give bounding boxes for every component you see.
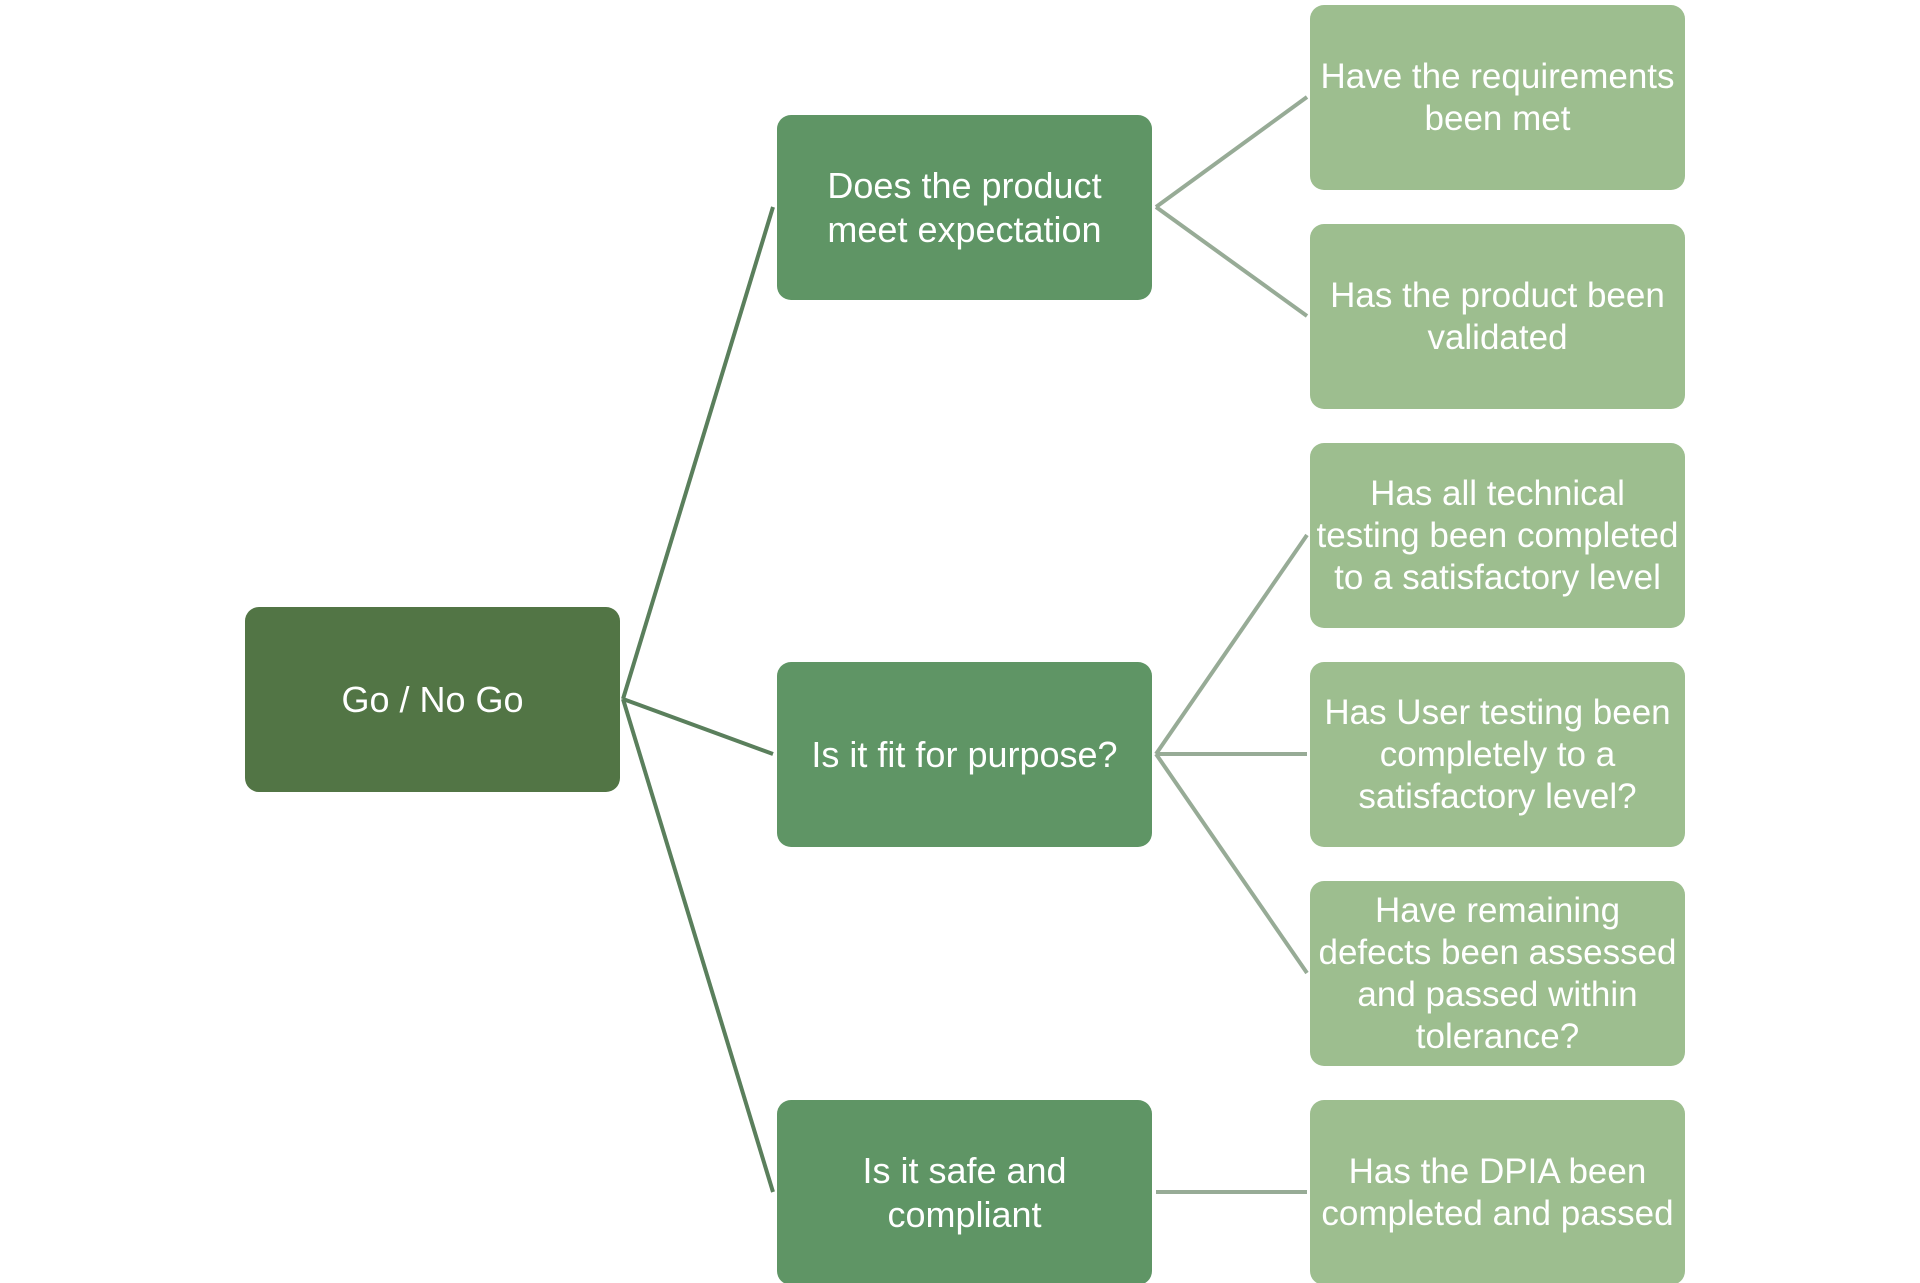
connector-branch-1-to-leaf-1 — [1154, 95, 1309, 209]
branch-node-fit-for-purpose: Is it fit for purpose? — [777, 662, 1152, 847]
root-node-go-no-go: Go / No Go — [245, 607, 620, 792]
leaf-node-requirements-met: Have the requirements been met — [1310, 5, 1685, 190]
branch-node-meets-expectation: Does the product meet expectation — [777, 115, 1152, 300]
branch-node-label: Is it safe and compliant — [862, 1150, 1067, 1235]
leaf-node-label: Have the requirements been met — [1320, 56, 1675, 138]
leaf-node-technical-testing: Has all technical testing been completed… — [1310, 443, 1685, 628]
connector-root-to-branch-2 — [622, 697, 774, 756]
leaf-node-label: Has all technical testing been completed… — [1316, 473, 1679, 597]
leaf-node-label: Has the DPIA been completed and passed — [1321, 1151, 1674, 1233]
leaf-node-label: Have remaining defects been assessed and… — [1318, 890, 1677, 1056]
connector-branch-2-to-leaf-3 — [1154, 533, 1309, 756]
branch-node-label: Is it fit for purpose? — [811, 733, 1118, 775]
connector-root-to-branch-1 — [621, 206, 775, 700]
connector-branch-2-to-leaf-5 — [1154, 752, 1309, 975]
leaf-node-user-testing: Has User testing been completely to a sa… — [1310, 662, 1685, 847]
leaf-node-remaining-defects: Have remaining defects been assessed and… — [1310, 881, 1685, 1066]
branch-node-safe-and-compliant: Is it safe and compliant — [777, 1100, 1152, 1283]
leaf-node-label: Has the product been validated — [1330, 275, 1665, 357]
leaf-node-dpia-completed: Has the DPIA been completed and passed — [1310, 1100, 1685, 1283]
connector-root-to-branch-3 — [621, 698, 775, 1193]
branch-node-label: Does the product meet expectation — [827, 165, 1102, 250]
leaf-node-label: Has User testing been completely to a sa… — [1324, 692, 1671, 816]
connector-branch-1-to-leaf-2 — [1154, 205, 1309, 318]
root-node-label: Go / No Go — [341, 678, 524, 720]
leaf-node-product-validated: Has the product been validated — [1310, 224, 1685, 409]
